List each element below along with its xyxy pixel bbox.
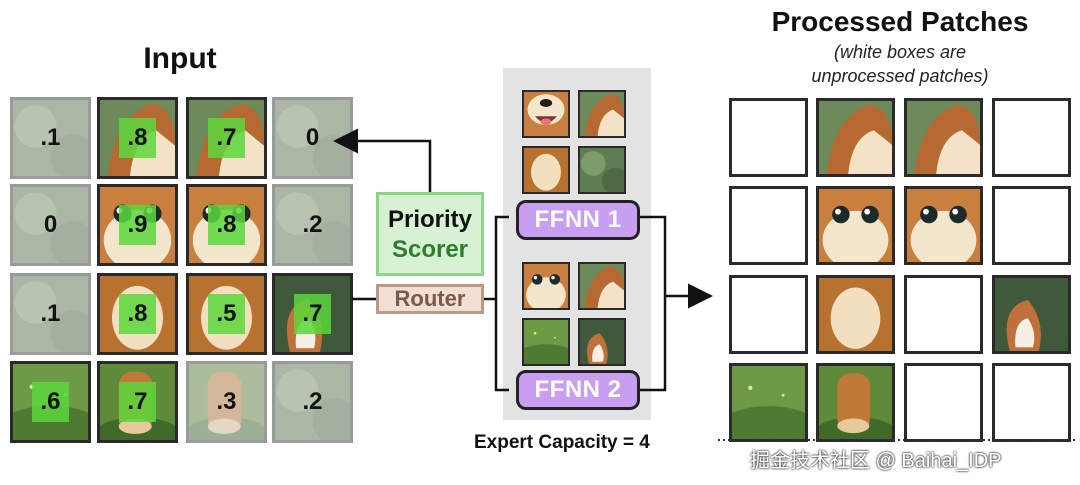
- right-bracket: [640, 215, 667, 392]
- patch-score: .8: [189, 187, 264, 263]
- ffnn-1-box: FFNN 1: [516, 200, 640, 240]
- patch-score-value: .8: [208, 205, 245, 245]
- ffnn-1-patch: [578, 90, 626, 138]
- processed-patches-subtitle-1: (white boxes are: [833, 42, 967, 62]
- input-patch: .6: [10, 361, 91, 443]
- ffnn-2-patch: [578, 262, 626, 310]
- ffnn-2-patch: [522, 318, 570, 366]
- patch-score-value: .1: [40, 124, 61, 151]
- patch-score: .1: [13, 100, 88, 176]
- processed-patch: [729, 363, 808, 442]
- patch-score-value: .1: [40, 300, 61, 327]
- input-patch: .3: [186, 361, 267, 443]
- ffnn-1-patch: [578, 146, 626, 194]
- patch-score: .7: [100, 364, 175, 440]
- patch-score: .9: [100, 187, 175, 263]
- input-patch: .7: [272, 273, 353, 355]
- priority-scorer-box: Priority Scorer: [376, 192, 484, 276]
- patch-score: 0: [13, 187, 88, 263]
- patch-score: .3: [189, 364, 264, 440]
- patch-score-value: .7: [208, 118, 245, 158]
- patch-score-value: 0: [305, 124, 320, 151]
- input-patch: .9: [97, 184, 178, 266]
- patch-score-value: .2: [302, 388, 323, 415]
- input-patch: .2: [272, 361, 353, 443]
- scorer-to-input-arrow: [333, 128, 432, 192]
- processed-patch: [816, 363, 895, 442]
- processed-patch: [992, 275, 1071, 354]
- patch-score-value: .7: [294, 294, 331, 334]
- patch-score-value: 0: [43, 211, 58, 238]
- unprocessed-patch: [904, 275, 983, 354]
- unprocessed-patch: [904, 363, 983, 442]
- input-patch: .7: [97, 361, 178, 443]
- patch-score: .1: [13, 276, 88, 352]
- patch-score-value: .7: [119, 382, 156, 422]
- processed-patch: [816, 275, 895, 354]
- patch-score-value: .8: [119, 294, 156, 334]
- router-box: Router: [376, 284, 484, 314]
- patch-score: .8: [100, 276, 175, 352]
- patch-score: .6: [13, 364, 88, 440]
- patch-score-value: .9: [119, 205, 156, 245]
- input-patch: .1: [10, 273, 91, 355]
- patch-score: .7: [275, 276, 350, 352]
- unprocessed-patch: [729, 98, 808, 177]
- unprocessed-patch: [729, 275, 808, 354]
- patch-score-value: .6: [32, 382, 69, 422]
- ffnn-2-label: FFNN 2: [534, 376, 622, 403]
- ffnn-1-patch: [522, 90, 570, 138]
- patch-score: .8: [100, 100, 175, 176]
- unprocessed-patch: [992, 98, 1071, 177]
- input-patch: 0: [272, 97, 353, 179]
- priority-scorer-line1: Priority: [387, 206, 473, 233]
- input-patch: .7: [186, 97, 267, 179]
- processed-patch: [816, 186, 895, 265]
- patch-score-value: .5: [208, 294, 245, 334]
- router-label: Router: [394, 286, 466, 311]
- processed-patches-title: Processed Patches: [771, 6, 1029, 37]
- patch-score: .5: [189, 276, 264, 352]
- ffnn-1-label: FFNN 1: [534, 206, 622, 233]
- unprocessed-patch: [992, 363, 1071, 442]
- processed-patch: [816, 98, 895, 177]
- input-patch: .1: [10, 97, 91, 179]
- processed-patch: [904, 186, 983, 265]
- input-patch: .2: [272, 184, 353, 266]
- input-patch: .8: [97, 273, 178, 355]
- priority-scorer-line2: Scorer: [391, 236, 469, 263]
- patch-score-value: .3: [216, 388, 237, 415]
- unprocessed-patch: [729, 186, 808, 265]
- patch-score: .2: [275, 364, 350, 440]
- patch-score: .7: [189, 100, 264, 176]
- input-title: Input: [143, 42, 217, 75]
- left-bracket: [494, 215, 509, 392]
- patch-score-value: .2: [302, 211, 323, 238]
- patch-score: .2: [275, 187, 350, 263]
- ffnn-2-patch: [522, 262, 570, 310]
- expert-capacity-label: Expert Capacity = 4: [474, 432, 650, 453]
- unprocessed-patch: [992, 186, 1071, 265]
- ffnn-1-patch: [522, 146, 570, 194]
- processed-patches-subtitle-2: unprocessed patches): [811, 66, 989, 86]
- input-patch: .8: [186, 184, 267, 266]
- ffnn-2-box: FFNN 2: [516, 370, 640, 410]
- patch-score-value: .8: [119, 118, 156, 158]
- input-patch: .8: [97, 97, 178, 179]
- ffnn-2-patch: [578, 318, 626, 366]
- input-patch: 0: [10, 184, 91, 266]
- input-patch: .5: [186, 273, 267, 355]
- watermark-text: 掘金技术社区 @ Baihai_IDP: [750, 450, 1002, 472]
- processed-patch: [904, 98, 983, 177]
- patch-score: 0: [275, 100, 350, 176]
